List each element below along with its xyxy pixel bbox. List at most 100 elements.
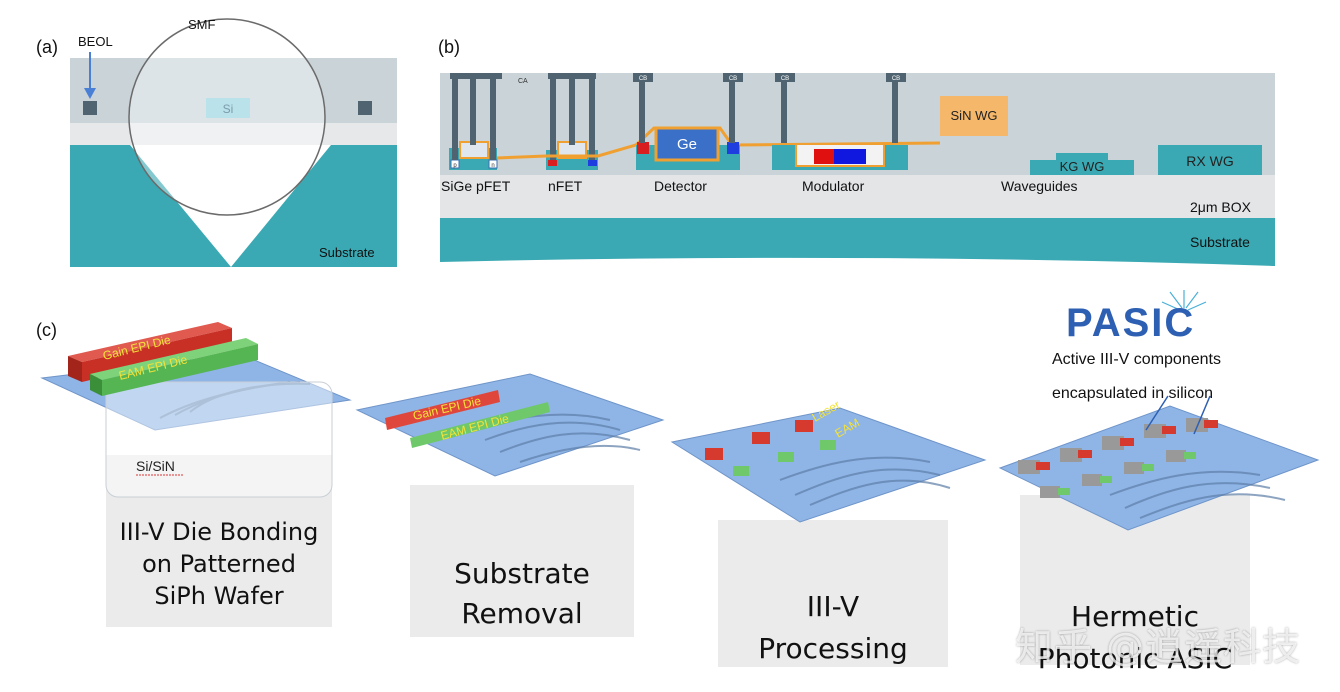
- step-1-line3: SiPh Wafer: [154, 582, 284, 610]
- box-label: 2μm BOX: [1190, 199, 1252, 215]
- ge-label: Ge: [677, 136, 697, 153]
- pasic-caption-line1: Active III-V components: [1052, 351, 1221, 368]
- device-label-nfet: nFET: [548, 178, 583, 194]
- panel-c-diagram: (c) Gain EPI Die EAM EPI Die Si/SiN: [36, 290, 1320, 667]
- beol-label: BEOL: [78, 34, 113, 49]
- device-label-pfet: SiGe pFET: [441, 178, 511, 194]
- nfet-red-tag: [548, 160, 557, 166]
- eam-die-1-front: [90, 374, 102, 396]
- contact-nfet-1: [550, 77, 556, 160]
- step-3-graphic: Laser EAM: [670, 397, 987, 667]
- step-1-line1: III-V Die Bonding: [119, 518, 319, 546]
- panel-c-label: (c): [36, 320, 57, 340]
- si-sin-label: Si/SiN: [136, 458, 175, 474]
- contact-ca-2: [470, 77, 476, 145]
- step-3-line2: Processing: [758, 632, 908, 665]
- ca-label: CA: [518, 78, 528, 85]
- step-4-line1: Hermetic: [1071, 600, 1199, 633]
- substrate-label-a: Substrate: [319, 245, 375, 260]
- sin-waveguide: [940, 96, 1008, 136]
- cb-label-3: CB: [781, 76, 789, 82]
- si-waveguide: [206, 98, 250, 118]
- contact-cap-nfet: [548, 73, 596, 79]
- laser-chip-2: [752, 432, 770, 444]
- step-4-graphic: [998, 395, 1320, 665]
- wafer-2: [355, 373, 665, 477]
- contact-cb-3: [781, 80, 787, 143]
- step-2-line2: Removal: [461, 597, 583, 630]
- smf-label: SMF: [188, 17, 216, 32]
- pedestal-2: [410, 485, 634, 637]
- cb-cap-4: [886, 73, 906, 82]
- panel-b-diagram: (b) p n CA Ge CB CB CB CB SiN WG KG WG: [438, 37, 1275, 266]
- step-3-line1: III-V: [806, 590, 860, 623]
- cb-label-2: CB: [729, 76, 737, 82]
- gain-die-1-front: [68, 356, 82, 382]
- eam-chip-3: [820, 440, 836, 450]
- pedestal-3: [718, 520, 948, 667]
- eam-die-2: [410, 402, 550, 448]
- step-caption-2: Substrate Removal: [410, 554, 634, 634]
- cb-label-1: CB: [639, 76, 647, 82]
- si-label: Si: [223, 102, 234, 116]
- detector-ge: [654, 126, 720, 162]
- metal-pad-left: [83, 101, 97, 115]
- box-layer-b: [440, 175, 1275, 218]
- oxide-layer: [70, 123, 397, 145]
- pasic-logo-text: PASIC: [1066, 301, 1195, 345]
- contact-nfet-3: [589, 77, 595, 160]
- rx-waveguide: [1158, 145, 1262, 175]
- substrate-b: [440, 218, 1275, 266]
- substrate-label-b: Substrate: [1190, 234, 1250, 250]
- kg-waveguide: [1030, 160, 1134, 175]
- pasic-logo: PASIC: [1066, 290, 1207, 345]
- pasic-caption-line2: encapsulated in silicon: [1052, 385, 1213, 402]
- pasic-pointer-1: [1145, 395, 1169, 431]
- step-2-graphic: Gain EPI Die EAM EPI Die: [355, 373, 665, 637]
- cb-cap-1: [633, 73, 653, 82]
- cb-label-4: CB: [892, 76, 900, 82]
- contact-nfet-2: [569, 77, 575, 145]
- modulator-red: [814, 149, 834, 164]
- step-caption-4: Hermetic Photonic ASIC: [1020, 596, 1250, 680]
- contact-cap-pfet: [450, 73, 502, 79]
- cb-cap-3: [775, 73, 795, 82]
- v-groove: [130, 145, 331, 267]
- eam-die-1-side: [102, 344, 258, 396]
- gain-die-1-top: [68, 322, 232, 362]
- smf-fiber: [128, 18, 326, 216]
- step-caption-1: III-V Die Bonding on Patterned SiPh Wafe…: [106, 516, 332, 612]
- kg-waveguide-rib: [1056, 153, 1108, 163]
- kg-wg-label: KG WG: [1060, 159, 1105, 174]
- pfet-p-text: p: [453, 163, 457, 169]
- modulator-blue: [834, 149, 866, 164]
- contact-ca-1: [452, 77, 458, 160]
- device-label-modulator: Modulator: [802, 178, 865, 194]
- contact-cb-2: [729, 80, 735, 143]
- device-label-detector: Detector: [654, 178, 707, 194]
- step-1-graphic: Gain EPI Die EAM EPI Die Si/SiN: [40, 322, 352, 627]
- eam-chip-2: [778, 452, 794, 462]
- step-1-line2: on Patterned: [142, 550, 296, 578]
- nfet-blue-tag: [588, 160, 597, 166]
- beol-arrowhead: [84, 88, 96, 99]
- pfet-n-text: n: [491, 163, 494, 169]
- eam-die-1-top: [90, 338, 258, 380]
- rx-wg-label: RX WG: [1186, 153, 1233, 169]
- laser-chip-3: [795, 420, 813, 432]
- cb-cap-2: [723, 73, 743, 82]
- contact-cb-4: [892, 80, 898, 143]
- sin-wg-label: SiN WG: [951, 108, 998, 123]
- gain-die-2: [385, 390, 500, 430]
- laser-chip-1: [705, 448, 723, 460]
- panel-a-label: (a): [36, 37, 58, 57]
- metal-pad-right: [358, 101, 372, 115]
- panel-b-label: (b): [438, 37, 460, 57]
- wafer-4: [998, 405, 1320, 531]
- pasic-pointer-2: [1193, 395, 1211, 435]
- device-label-waveguides: Waveguides: [1001, 178, 1078, 194]
- panel-a-diagram: (a) Si SMF BEOL Substrate: [36, 17, 397, 267]
- step-2-line1: Substrate: [454, 557, 590, 590]
- step-caption-3: III-V Processing: [718, 586, 948, 670]
- glass-plate-1: [105, 381, 333, 498]
